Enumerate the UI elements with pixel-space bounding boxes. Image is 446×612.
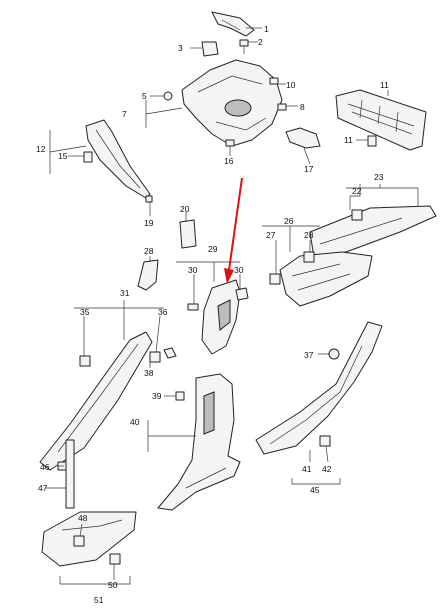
callout-11-right: 42	[322, 464, 332, 474]
callout-38: 16	[224, 156, 234, 166]
screw-48	[269, 77, 279, 85]
callout-labels: 1 3 2 5 7 8 10 11 11 12 15 16 17 19 20 2…	[36, 24, 389, 605]
highlight-arrow	[224, 177, 243, 284]
clip-2	[79, 355, 91, 367]
callout-5: 38	[144, 368, 154, 378]
pillar-cover-17	[201, 279, 241, 355]
callout-48: 10	[286, 80, 296, 90]
callout-12: 48	[78, 513, 88, 523]
screw-20	[187, 303, 199, 311]
screw-41	[239, 39, 249, 54]
callout-23: 39	[152, 391, 162, 401]
bracket-15	[137, 259, 159, 291]
cover-39	[285, 127, 321, 149]
callout-1: 31	[120, 288, 130, 298]
callout-30-upper: 37	[304, 350, 314, 360]
callout-28-upper: 22	[352, 186, 362, 196]
callout-20: 30	[188, 265, 198, 275]
callout-10: 51	[94, 595, 104, 605]
callout-28-lower: 27	[266, 230, 276, 240]
clip-12	[73, 535, 85, 547]
clip-11-right	[319, 435, 331, 447]
clip-30	[328, 348, 340, 360]
grille-trim-50	[335, 89, 427, 151]
pillar-trim-35	[85, 119, 151, 199]
clip-23	[175, 391, 185, 401]
callout-50: 11	[380, 80, 389, 90]
callout-37: 19	[144, 218, 154, 228]
callout-30-lower: 41	[302, 464, 312, 474]
clip-51	[367, 135, 377, 147]
callout-31: 45	[310, 485, 320, 495]
sill-panel-30	[255, 321, 383, 455]
callout-15: 28	[144, 246, 154, 256]
a-pillar-trim-1	[39, 331, 153, 471]
callout-39: 17	[304, 164, 314, 174]
bracket-40	[211, 11, 255, 37]
callout-51: 11	[344, 135, 353, 145]
callout-40: 1	[264, 24, 269, 34]
callout-16: 20	[180, 204, 190, 214]
callout-19: 30	[234, 265, 244, 275]
callout-45: 7	[122, 109, 127, 119]
clip-3	[149, 351, 161, 363]
screw-5	[163, 347, 177, 359]
screw-38	[225, 139, 235, 147]
leader-lines	[46, 27, 419, 585]
bracket-16	[179, 219, 197, 249]
callout-26: 26	[284, 216, 294, 226]
callout-27: 28	[304, 230, 314, 240]
clip-46	[163, 91, 173, 101]
callout-2: 35	[80, 307, 90, 317]
clip-28-upper	[351, 209, 363, 221]
callout-17: 29	[208, 244, 218, 254]
trim-29	[309, 205, 437, 259]
callout-7: 47	[38, 483, 48, 493]
callout-36: 15	[58, 151, 68, 161]
screw-37	[145, 195, 153, 203]
callout-42: 3	[178, 43, 183, 53]
trim-26	[279, 251, 373, 307]
callout-47: 8	[300, 102, 305, 112]
callout-8: 46	[40, 462, 50, 472]
kick-panel-10	[41, 511, 137, 567]
strip-7	[65, 439, 75, 509]
callout-41: 2	[258, 37, 263, 47]
trim-panel-45	[181, 59, 283, 147]
callout-35: 12	[36, 144, 46, 154]
b-pillar-trim-22	[157, 373, 241, 511]
clip-36	[83, 151, 93, 163]
screw-47	[277, 103, 287, 111]
clip-42	[201, 41, 219, 57]
clip-11-left	[109, 553, 121, 565]
callout-22: 40	[130, 417, 140, 427]
callout-46: 5	[142, 91, 147, 101]
clip-19	[235, 287, 249, 301]
callout-3: 36	[158, 307, 168, 317]
clip-28-lower	[269, 273, 281, 285]
callout-11-left: 50	[108, 580, 118, 590]
clip-27	[303, 251, 315, 263]
callout-29: 23	[374, 172, 384, 182]
